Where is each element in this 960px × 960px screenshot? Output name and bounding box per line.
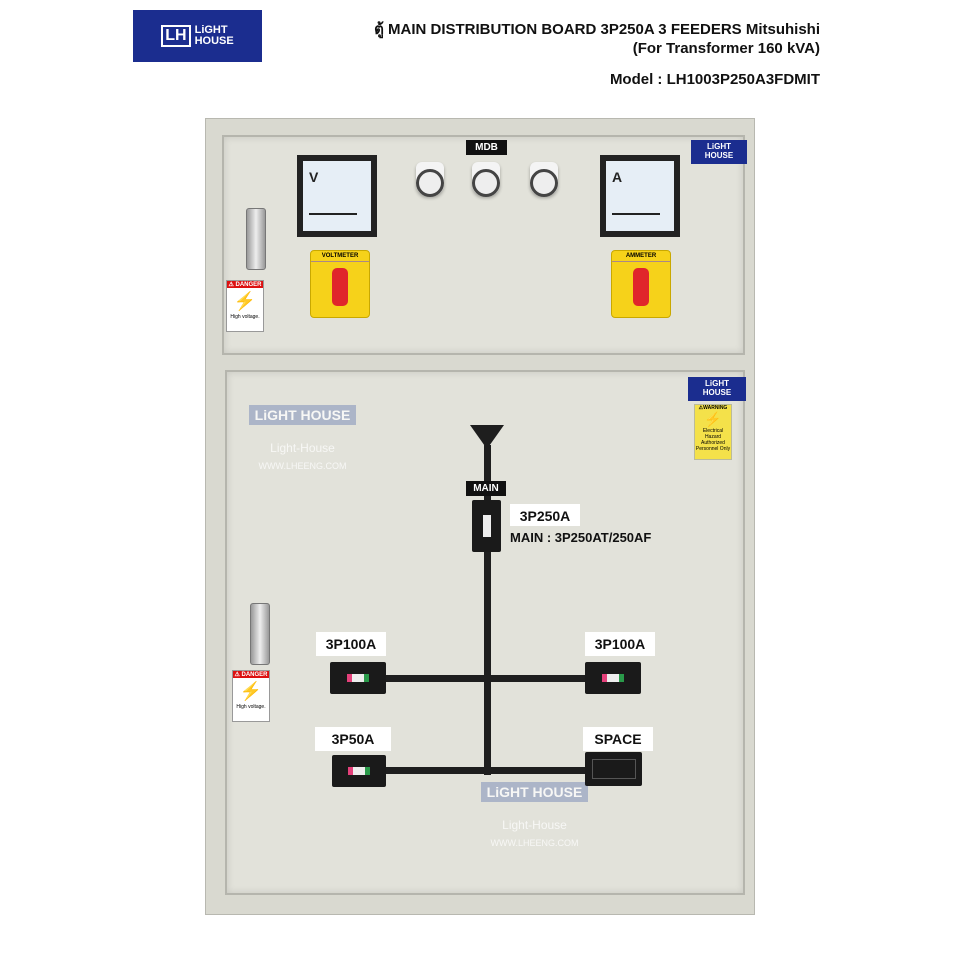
model-line: Model : LH1003P250A3FDMIT (609, 71, 820, 88)
feeder-2-label: 3P100A (585, 632, 655, 656)
ammeter-selector-switch[interactable]: AMMETER (611, 250, 671, 318)
subtitle-line: (For Transformer 160 kVA) (632, 40, 820, 57)
logo-text: HOUSE (194, 35, 234, 47)
door-handle[interactable] (250, 603, 270, 665)
warning-sign: ⚠WARNING⚡Electrical Hazard Authorized Pe… (694, 404, 732, 460)
main-spec-label: MAIN : 3P250AT/250AF (510, 530, 652, 545)
bus-bar-vertical (484, 445, 491, 775)
danger-sign: ⚠ DANGER⚡High voltage. (226, 280, 264, 332)
pilot-lamp-l3 (530, 162, 558, 196)
feeder-2-breaker[interactable] (585, 662, 641, 694)
feeder-3-label: 3P50A (315, 727, 391, 751)
logo-mark: LH (161, 25, 191, 47)
selector-knob[interactable] (633, 268, 649, 306)
space-blank-plate (585, 752, 642, 786)
feeder-3-breaker[interactable] (332, 755, 386, 787)
product-title: ตู้ MAIN DISTRIBUTION BOARD 3P250A 3 FEE… (374, 20, 820, 89)
main-rating-label: 3P250A (510, 504, 580, 526)
voltmeter: V (297, 155, 377, 237)
ammeter-unit: A (612, 169, 623, 185)
selector-label: VOLTMETER (311, 251, 369, 262)
voltmeter-unit: V (309, 169, 319, 185)
main-tag: MAIN (466, 481, 506, 496)
selector-knob[interactable] (332, 268, 348, 306)
brand-sticker: LiGHT HOUSE (691, 140, 747, 164)
logo-text: LiGHT (194, 24, 228, 36)
high-voltage-icon: ⚡ (239, 681, 263, 701)
danger-sign: ⚠ DANGER⚡High voltage. (232, 670, 270, 722)
brand-sticker: LiGHT HOUSE (688, 377, 746, 401)
ammeter: A (600, 155, 680, 237)
bus-bar-horizontal (386, 767, 586, 774)
feeder-1-breaker[interactable] (330, 662, 386, 694)
door-handle[interactable] (246, 208, 266, 270)
feeder-1-label: 3P100A (316, 632, 386, 656)
mdb-tag: MDB (466, 140, 507, 155)
space-label: SPACE (583, 727, 653, 751)
high-voltage-icon: ⚡ (233, 291, 257, 311)
pilot-lamp-l2 (472, 162, 500, 196)
title-line: ตู้ MAIN DISTRIBUTION BOARD 3P250A 3 FEE… (374, 21, 820, 38)
pilot-lamp-l1 (416, 162, 444, 196)
lightning-icon: ⚡ (704, 411, 722, 427)
bus-bar-horizontal (386, 675, 586, 682)
voltmeter-selector-switch[interactable]: VOLTMETER (310, 250, 370, 318)
selector-label: AMMETER (612, 251, 670, 262)
main-breaker[interactable] (472, 500, 501, 552)
